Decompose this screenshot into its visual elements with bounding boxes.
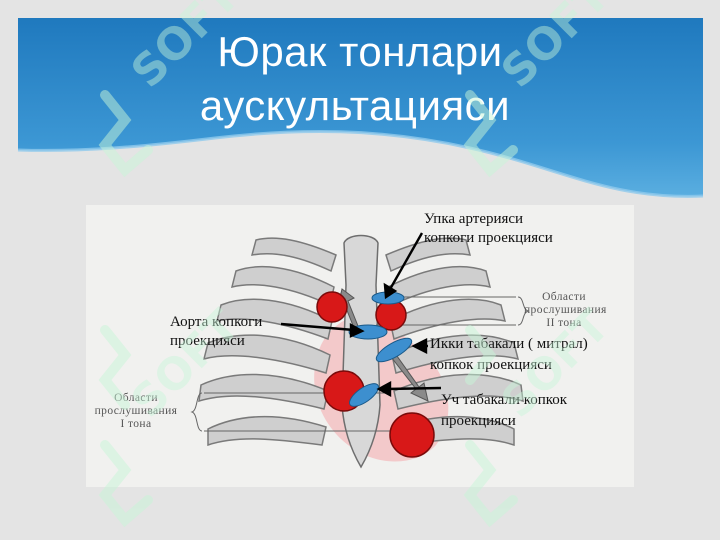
tricuspid-label-line-1: Уч табакали копкок xyxy=(441,392,568,408)
aortic-label-line-2: проекцияси xyxy=(170,333,245,349)
aortic-auscultation-point xyxy=(316,291,348,323)
aortic-valve-label: Аорта копкоги проекцияси xyxy=(170,313,262,351)
area-i-line-3: I тона xyxy=(120,418,152,430)
sternum xyxy=(341,234,381,469)
mitral-valve-label: Икки табакали ( митрал) копкок проекцияс… xyxy=(430,334,588,376)
area-ii-line-1: Области xyxy=(542,291,586,303)
chest-auscultation-diagram xyxy=(86,205,634,487)
pulmonary-auscultation-point xyxy=(375,299,407,331)
tricuspid-valve-label: Уч табакали копкок проекцияси xyxy=(441,390,567,432)
slide-title-line-2: аускультацияси xyxy=(199,82,511,129)
slide-title-line-1: Юрак тонлари xyxy=(217,28,503,75)
area-i-line-2: прослушивания xyxy=(94,405,178,417)
area-i-line-1: Области xyxy=(114,392,158,404)
area-ii-line-2: прослушивания xyxy=(524,304,607,316)
mitral-apex-point xyxy=(389,412,435,458)
tricuspid-valve xyxy=(349,383,379,407)
area-i-tone-label: Области прослушивания I тона xyxy=(94,392,178,431)
aortic-label-line-1: Аорта копкоги xyxy=(170,314,263,330)
area-ii-line-3: II тона xyxy=(546,317,582,329)
tricuspid-label-line-2: проекцияси xyxy=(441,413,516,429)
area-ii-tone-label: Области прослушивания II тона xyxy=(524,291,607,330)
pulmonary-valve-label: Упка артерияси копкоги проекцияси xyxy=(424,210,553,248)
ribs-left xyxy=(198,237,337,447)
mitral-label-line-1: Икки табакали ( митрал) xyxy=(430,336,588,352)
mitral-valve xyxy=(375,337,413,363)
mitral-label-line-2: копкок проекцияси xyxy=(430,357,552,373)
pointer-arrows xyxy=(280,232,442,398)
pulmonary-label-line-1: Упка артерияси xyxy=(424,211,524,227)
pulmonary-label-line-2: копкоги проекцияси xyxy=(424,230,553,246)
